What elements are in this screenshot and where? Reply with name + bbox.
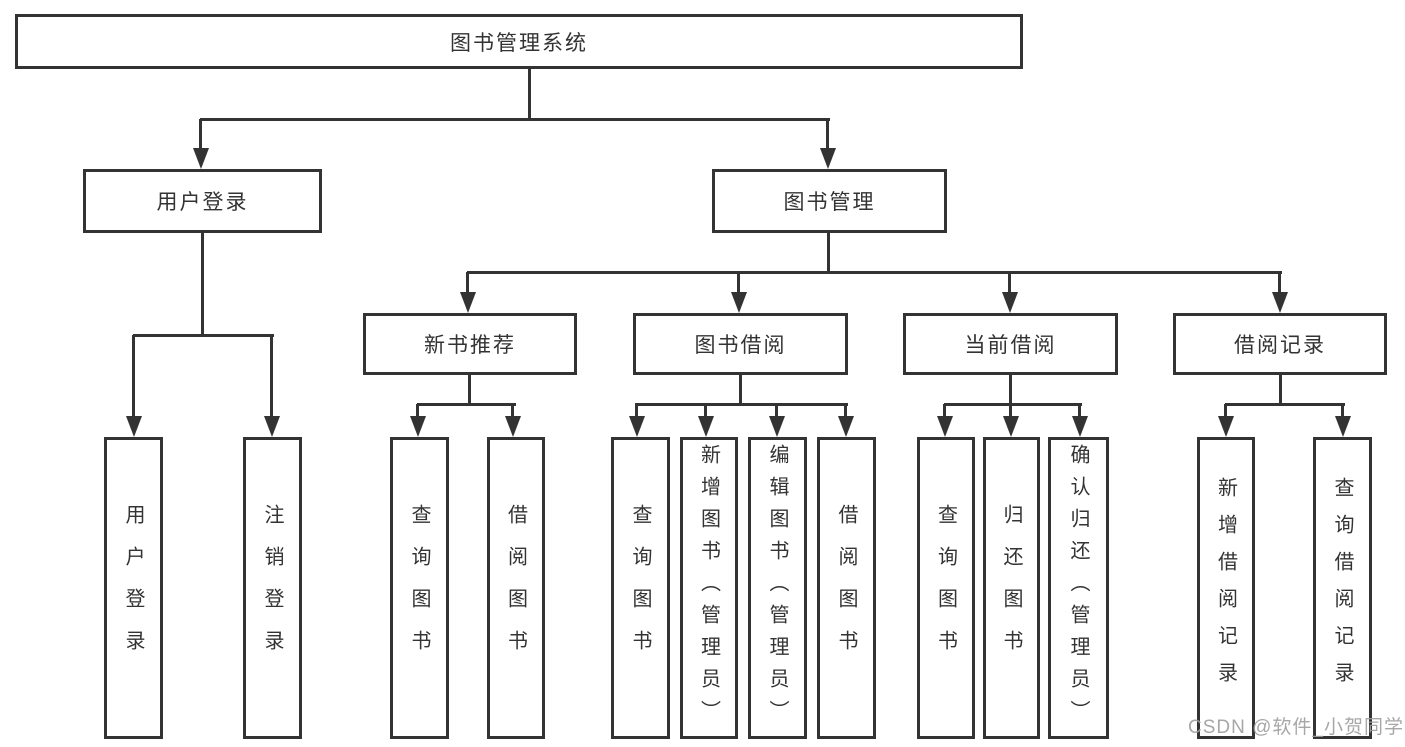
node-book-management: 图书管理 [712, 169, 947, 233]
arrow-down-icon [264, 335, 280, 437]
connector-line [528, 69, 531, 120]
leaf-add-borrow-record: 新增借阅记录 [1197, 437, 1255, 739]
leaf-query-book-2: 查询图书 [611, 437, 670, 739]
arrow-down-icon [838, 404, 854, 437]
leaf-user-login: 用户登录 [104, 437, 163, 739]
node-borrow-records: 借阅记录 [1173, 313, 1387, 375]
leaf-edit-book-admin: 编辑图书（管理员） [748, 437, 807, 739]
node-user-login: 用户登录 [83, 169, 322, 233]
arrow-down-icon [1072, 404, 1088, 437]
leaf-logout: 注销登录 [243, 437, 302, 739]
arrow-down-icon [505, 404, 521, 437]
connector-line [635, 403, 848, 406]
connector-line [200, 118, 830, 121]
node-new-book-recommend: 新书推荐 [363, 313, 577, 375]
arrow-down-icon [193, 119, 209, 169]
arrow-down-icon [731, 272, 747, 313]
connector-line [468, 374, 471, 405]
leaf-confirm-return-admin: 确认归还（管理员） [1048, 437, 1109, 739]
arrow-down-icon [1272, 272, 1288, 313]
connector-line [827, 232, 830, 273]
connector-line [467, 271, 1282, 274]
node-current-borrow: 当前借阅 [903, 313, 1118, 375]
arrow-down-icon [460, 272, 476, 313]
connector-line [133, 334, 274, 337]
arrow-down-icon [698, 404, 714, 437]
arrow-down-icon [937, 404, 953, 437]
leaf-borrow-book-2: 借阅图书 [817, 437, 876, 739]
connector-line [1279, 374, 1282, 405]
arrow-down-icon [1002, 272, 1018, 313]
connector-line [417, 403, 516, 406]
connector-line [201, 232, 204, 337]
arrow-down-icon [410, 404, 426, 437]
arrow-down-icon [820, 119, 836, 169]
leaf-query-book-1: 查询图书 [390, 437, 449, 739]
connector-line [739, 374, 742, 405]
node-root: 图书管理系统 [15, 14, 1023, 69]
leaf-query-borrow-record: 查询借阅记录 [1313, 437, 1372, 739]
arrow-down-icon [1218, 404, 1234, 437]
leaf-add-book-admin: 新增图书（管理员） [680, 437, 738, 739]
watermark-text: CSDN @软件_小贺同学 [1188, 717, 1404, 738]
arrow-down-icon [769, 404, 785, 437]
arrow-down-icon [126, 335, 142, 437]
arrow-down-icon [629, 404, 645, 437]
arrow-down-icon [1335, 404, 1351, 437]
connector-line [1225, 403, 1345, 406]
node-book-borrow: 图书借阅 [633, 313, 848, 375]
connector-line [1009, 374, 1012, 405]
connector-line [944, 403, 1082, 406]
leaf-return-book: 归还图书 [983, 437, 1040, 739]
arrow-down-icon [1003, 404, 1019, 437]
leaf-borrow-book-1: 借阅图书 [487, 437, 545, 739]
leaf-query-book-3: 查询图书 [917, 437, 975, 739]
